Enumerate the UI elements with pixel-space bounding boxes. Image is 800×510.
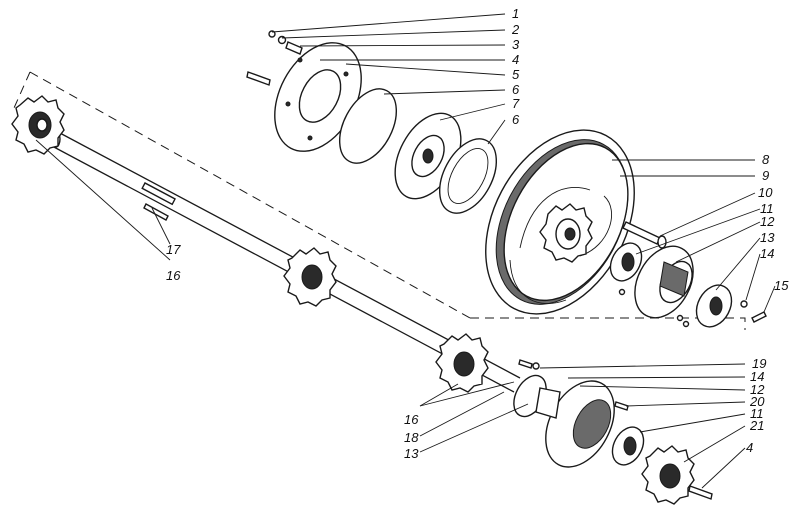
callout-6b: 6 (512, 112, 520, 127)
friction-disc-part-6-first (338, 88, 398, 164)
callout-5: 5 (512, 67, 520, 82)
callout-18: 18 (404, 430, 419, 445)
nut-washer-spring-parts-1-3 (268, 30, 303, 55)
callout-17: 17 (166, 242, 181, 257)
callout-labels: 1 2 3 4 5 6 7 6 8 9 10 11 12 13 14 15 17… (166, 6, 789, 461)
callout-10: 10 (758, 185, 773, 200)
callout-14b: 14 (750, 369, 764, 384)
housing-part-12-upper (634, 245, 694, 319)
callout-11: 11 (760, 201, 774, 216)
callout-14: 14 (760, 246, 774, 261)
pin-part-4-top (246, 71, 271, 86)
cover-part-13-upper (695, 284, 733, 328)
screw-part-19 (518, 359, 540, 370)
callout-19: 19 (752, 356, 766, 371)
sprocket-right-part-16 (435, 333, 489, 393)
callout-16b: 16 (404, 412, 419, 427)
bearing-part-11-lower (611, 426, 645, 466)
callout-3: 3 (512, 37, 520, 52)
callout-13b: 13 (404, 446, 419, 461)
callout-12b: 12 (750, 382, 765, 397)
leader-lines (35, 13, 776, 489)
callout-7: 7 (512, 96, 520, 111)
bearing-part-11-upper (609, 242, 643, 282)
callout-6: 6 (512, 82, 520, 97)
callout-4: 4 (512, 52, 519, 67)
housing-part-12-lower (513, 374, 615, 468)
callout-8: 8 (762, 152, 770, 167)
callout-9: 9 (762, 168, 769, 183)
friction-disc-part-6-second (438, 138, 498, 214)
callout-13: 13 (760, 230, 775, 245)
screw-part-20 (614, 401, 629, 411)
bolt-part-15 (618, 288, 767, 328)
sprocket-middle-part-16 (283, 247, 337, 307)
callout-11b: 11 (750, 406, 764, 421)
callout-15: 15 (774, 278, 789, 293)
sprocket-part-21 (641, 445, 695, 505)
callout-2: 2 (511, 22, 520, 37)
pin-part-4-bottom (688, 485, 713, 500)
callout-4b: 4 (746, 440, 753, 455)
callout-1: 1 (512, 6, 519, 21)
callout-16: 16 (166, 268, 181, 283)
callout-12: 12 (760, 214, 775, 229)
pulley-part-8 (485, 129, 635, 315)
dashed-assembly-outline (13, 71, 746, 330)
shaft-key-part-17 (143, 203, 169, 221)
callout-20: 20 (749, 394, 765, 409)
callout-21: 21 (749, 418, 764, 433)
sprocket-left-part-16 (11, 95, 65, 155)
